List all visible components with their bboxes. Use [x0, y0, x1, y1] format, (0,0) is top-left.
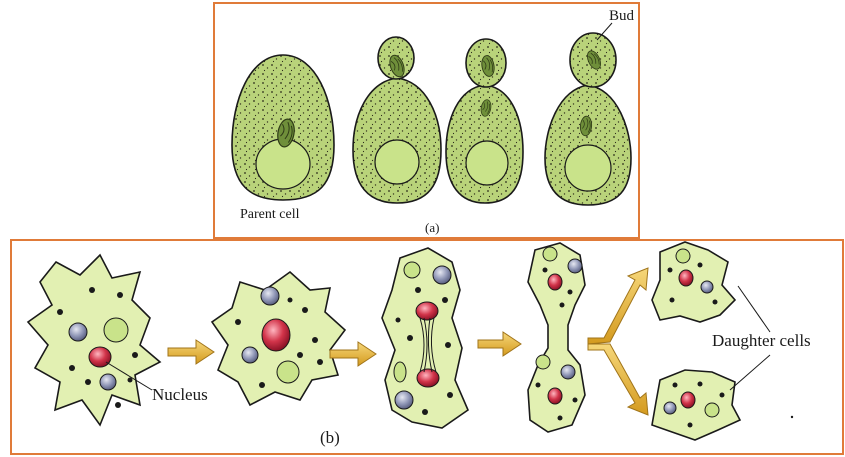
- arrow-1: [168, 340, 214, 364]
- amoeba-stage-4: [528, 243, 585, 432]
- amoeba-stage-2: [212, 272, 345, 405]
- parent-cell-label: Parent cell: [240, 207, 300, 222]
- daughter-cells-label: Daughter cells: [712, 331, 811, 350]
- amoeba-stage-1: [28, 255, 160, 425]
- amoeba-stage-3: [382, 248, 468, 428]
- panel-b-label: (b): [320, 428, 340, 447]
- yeast-budding-stage-2: [446, 39, 523, 203]
- stray-dot: [791, 416, 793, 418]
- arrow-3: [478, 332, 521, 356]
- arrow-2: [330, 342, 376, 366]
- nucleus-label: Nucleus: [152, 385, 208, 404]
- daughter-leader-bottom: [730, 355, 770, 390]
- fork-arrows: [588, 268, 648, 415]
- yeast-budding-stage-1: [353, 37, 441, 203]
- panel-a-label: (a): [425, 220, 439, 235]
- bud-label: Bud: [609, 8, 635, 24]
- yeast-parent-cell: [232, 55, 334, 200]
- daughter-leader-top: [738, 286, 770, 332]
- daughter-cell-bottom: [652, 370, 740, 440]
- yeast-budding-stage-3: [545, 33, 631, 205]
- daughter-cell-top: [652, 242, 735, 322]
